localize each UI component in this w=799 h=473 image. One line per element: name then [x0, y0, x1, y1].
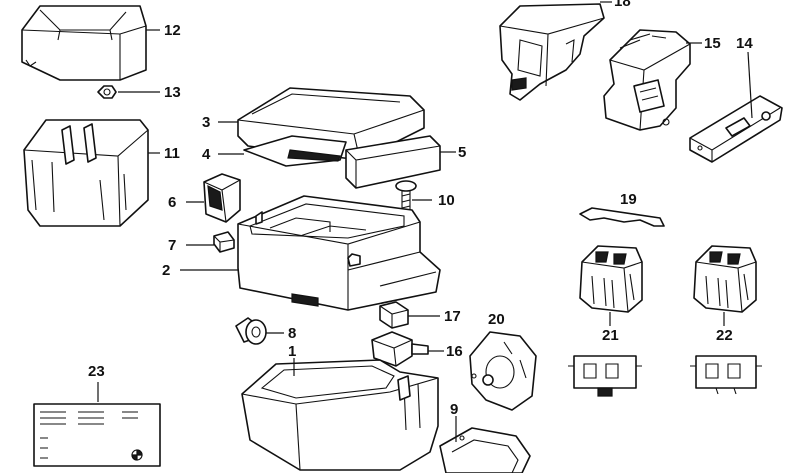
- callout-19: 19: [620, 191, 637, 208]
- part-12-cover: [21, 5, 147, 81]
- part-21-relay-block: [579, 245, 643, 313]
- part-21-terminal-view: [568, 355, 642, 397]
- callout-11: 11: [164, 145, 180, 162]
- callout-10: 10: [438, 192, 455, 209]
- callout-20: 20: [488, 311, 505, 328]
- part-11-housing: [23, 119, 149, 227]
- part-16-connector: [371, 331, 429, 367]
- part-20-bracket: [469, 331, 537, 411]
- part-8-grommet: [235, 317, 267, 345]
- part-9-gasket-ring: [439, 427, 531, 473]
- callout-8: 8: [288, 325, 296, 342]
- callout-5: 5: [458, 144, 466, 161]
- callout-3: 3: [202, 114, 210, 131]
- callout-6: 6: [168, 194, 176, 211]
- part-6-relay-holder: [203, 173, 241, 223]
- part-13-nut: [97, 85, 117, 99]
- callout-7: 7: [168, 237, 176, 254]
- callout-13: 13: [164, 84, 181, 101]
- part-18-bracket: [499, 3, 605, 101]
- part-23-label-card: [33, 403, 161, 467]
- callout-21: 21: [602, 327, 619, 344]
- callout-23: 23: [88, 363, 105, 380]
- callout-2: 2: [162, 262, 170, 279]
- part-17-clip: [379, 301, 409, 329]
- part-2-fuse-box: [237, 195, 441, 311]
- part-22-relay-block: [693, 245, 757, 313]
- callout-15: 15: [704, 35, 721, 52]
- part-4-gasket: [243, 135, 347, 167]
- callout-4: 4: [202, 146, 211, 163]
- part-10-screw: [395, 180, 417, 214]
- callout-14: 14: [736, 35, 753, 52]
- callout-12: 12: [164, 22, 181, 39]
- part-7-fuse: [213, 231, 235, 253]
- part-22-terminal-view: [690, 355, 762, 395]
- part-15-relay-socket: [603, 29, 691, 131]
- part-5-strip: [345, 135, 441, 189]
- part-19-bridge: [579, 207, 665, 227]
- callout-16: 16: [446, 343, 463, 360]
- callout-22: 22: [716, 327, 733, 344]
- callout-9: 9: [450, 401, 458, 418]
- callout-17: 17: [444, 308, 461, 325]
- part-1-tray: [241, 359, 439, 471]
- part-14-plate: [689, 95, 783, 163]
- callout-18: 18: [614, 0, 631, 10]
- callout-1: 1: [288, 343, 296, 360]
